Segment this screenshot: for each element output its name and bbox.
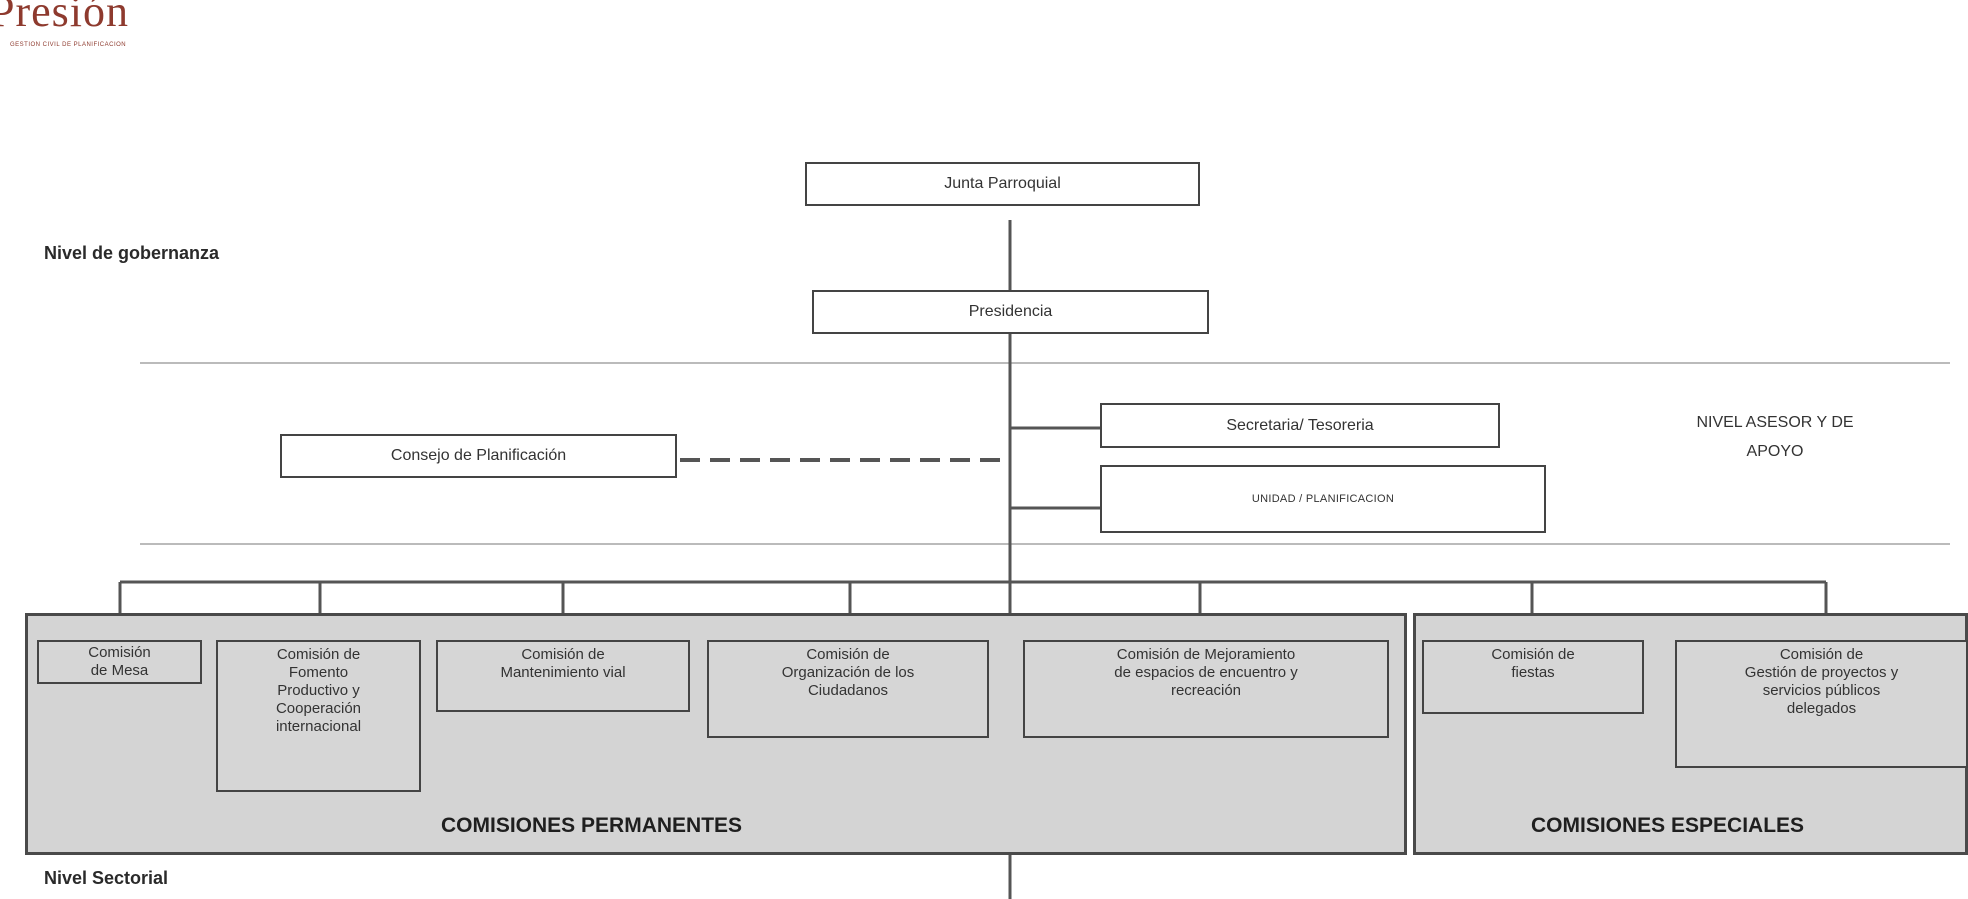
node-junta-parroquial: Junta Parroquial — [805, 162, 1200, 206]
level-label-sectorial: Nivel Sectorial — [44, 868, 169, 888]
node-secretaria-tesoreria: Secretaria/ Tesoreria — [1100, 403, 1500, 448]
node-presidencia: Presidencia — [812, 290, 1209, 334]
level-label-gobernanza: Nivel de gobernanza — [44, 243, 220, 263]
logo-text: Presión — [0, 0, 129, 36]
group-title-permanentes: COMISIONES PERMANENTES — [441, 814, 743, 837]
commission-mesa: Comisión de Mesa — [37, 640, 202, 684]
node-unidad-planificacion: UNIDAD / PLANIFICACION — [1100, 465, 1546, 533]
commission-fiestas: Comisión de fiestas — [1422, 640, 1644, 714]
level-label-asesor: NIVEL ASESOR Y DE APOYO — [1650, 408, 1900, 466]
commission-mejoramiento-espacios: Comisión de Mejoramiento de espacios de … — [1023, 640, 1389, 738]
logo-subtitle: GESTION CIVIL DE PLANIFICACION — [10, 42, 127, 48]
commission-gestion-proyectos: Comisión de Gestión de proyectos y servi… — [1675, 640, 1968, 768]
level-label-asesor-line1: NIVEL ASESOR Y DE — [1696, 414, 1854, 431]
logo: Presión GESTION CIVIL DE PLANIFICACION — [0, 0, 150, 60]
commission-mantenimiento-vial: Comisión de Mantenimiento vial — [436, 640, 690, 712]
level-label-asesor-line2: APOYO — [1746, 443, 1804, 460]
commission-organizacion-ciudadanos: Comisión de Organización de los Ciudadan… — [707, 640, 989, 738]
commission-fomento-productivo: Comisión de Fomento Productivo y Coopera… — [216, 640, 421, 792]
node-consejo-planificacion: Consejo de Planificación — [280, 434, 677, 478]
group-title-especiales: COMISIONES ESPECIALES — [1531, 814, 1805, 837]
